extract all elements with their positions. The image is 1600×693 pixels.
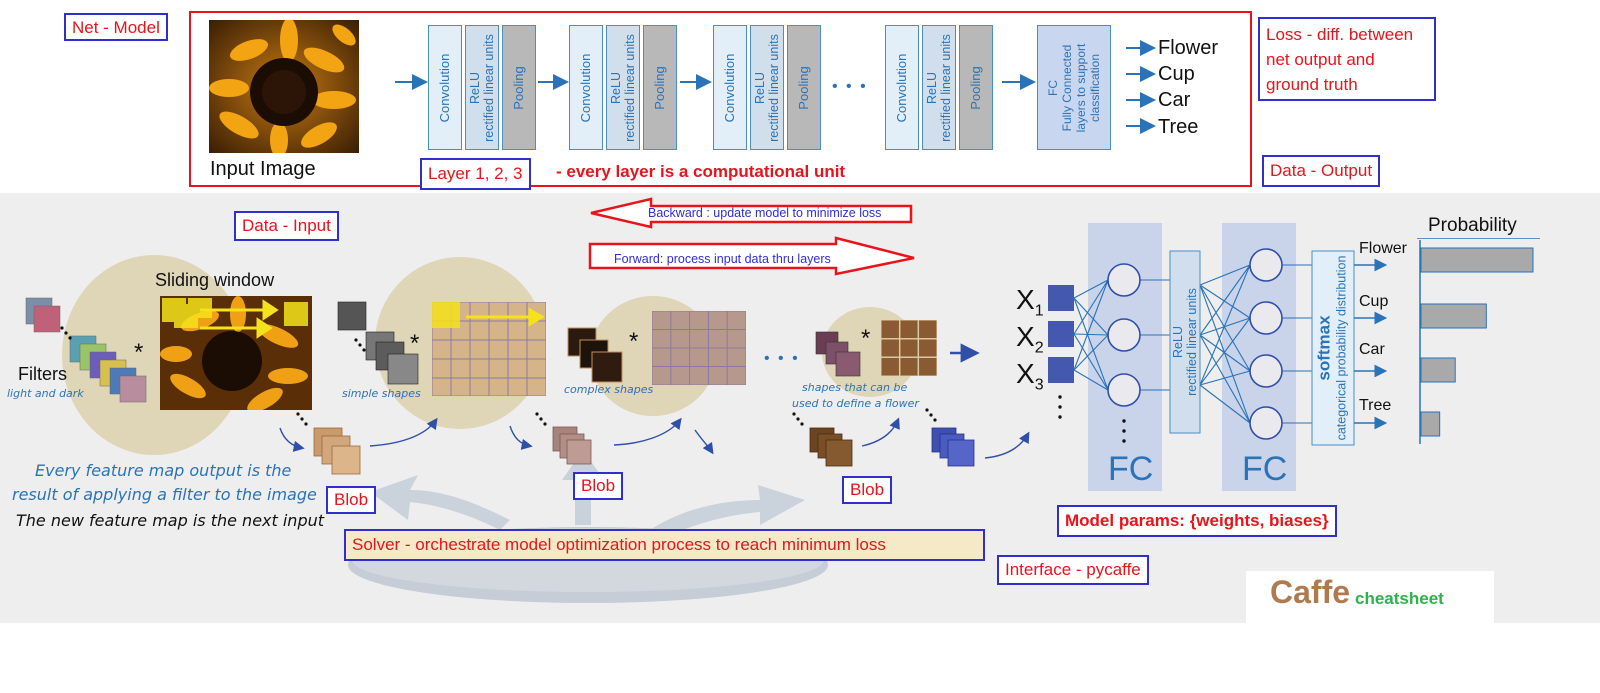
output-flower: Flower <box>1158 37 1219 59</box>
star-2: * <box>410 330 420 357</box>
prob-bar-cup <box>1420 303 1487 329</box>
blob-label-2: Blob <box>573 472 624 500</box>
feature-grid-1 <box>432 302 546 396</box>
blob-flow <box>279 343 1030 475</box>
pool-layer-1: Pooling <box>502 25 536 150</box>
prob-label-flower: Flower <box>1359 240 1408 257</box>
loss-box: Loss - diff. between net output and grou… <box>1258 17 1436 101</box>
fc-label-2: FC <box>1242 450 1288 488</box>
input-image-label: Input Image <box>210 158 316 180</box>
simple-shapes-label: simple shapes <box>342 387 421 400</box>
star-3: * <box>629 328 639 355</box>
pool-layer-3: Pooling <box>787 25 821 150</box>
interface-box: Interface - pycaffe <box>997 555 1149 585</box>
cheatsheet-label: cheatsheet <box>1355 589 1444 608</box>
forward-arrow <box>588 236 915 276</box>
x1-label: X1 <box>1016 284 1044 320</box>
prob-label-cup: Cup <box>1359 293 1389 310</box>
feature-text-1: Every feature map output is the <box>35 461 292 480</box>
complex-shapes-label: complex shapes <box>564 383 654 396</box>
blob-label-3: Blob <box>842 476 893 504</box>
star-1: * <box>134 339 144 366</box>
complex-shapes-stack <box>567 327 623 383</box>
prob-label-tree: Tree <box>1359 397 1392 414</box>
layers-ellipsis: • • • <box>832 78 868 95</box>
solver-box: Solver - orchestrate model optimization … <box>344 529 985 561</box>
feature-text-2: result of applying a filter to the image <box>12 485 317 504</box>
network-frame <box>189 11 1252 187</box>
output-cup: Cup <box>1158 63 1195 85</box>
probability-chart <box>1417 238 1540 444</box>
layer-description: - every layer is a computational unit <box>556 162 846 181</box>
flower-shapes-stack <box>815 331 861 377</box>
conv-layer-n: Convolution <box>885 25 919 150</box>
fc-label-1: FC <box>1108 450 1154 488</box>
x2-label: X2 <box>1016 321 1044 357</box>
fc-network <box>1048 223 1388 491</box>
star-4: * <box>861 325 871 352</box>
prob-bar-tree <box>1420 411 1441 437</box>
output-car: Car <box>1158 89 1191 111</box>
backward-label: Backward : update model to minimize loss <box>648 206 882 220</box>
pool-layer-2: Pooling <box>643 25 677 150</box>
layer-tag: Layer 1, 2, 3 <box>420 158 531 190</box>
data-output-label: Data - Output <box>1262 155 1381 187</box>
flower-shapes-label-1: shapes that can be <box>802 381 908 394</box>
conv-layer-3: Convolution <box>713 25 747 150</box>
filters-label: Filters <box>18 364 67 384</box>
sliding-window-image <box>160 296 312 410</box>
pool-layer-n: Pooling <box>959 25 993 150</box>
output-tree: Tree <box>1158 116 1199 138</box>
prob-bar-car <box>1420 357 1456 383</box>
data-input-label: Data - Input <box>234 211 339 241</box>
prob-label-car: Car <box>1359 341 1385 358</box>
conv-layer-1: Convolution <box>428 25 462 150</box>
blob-label-1: Blob <box>326 486 377 514</box>
prob-bar-flower <box>1420 247 1534 273</box>
feature-grid-2 <box>652 311 746 385</box>
caffe-logo: Caffe <box>1270 574 1351 610</box>
feature-grid-3 <box>881 320 937 376</box>
mid-ellipsis: • • • <box>764 350 800 367</box>
top-flow-arrows <box>395 40 1156 134</box>
x3-label: X3 <box>1016 358 1044 394</box>
flower-shapes-label-2: used to define a flower <box>792 397 919 410</box>
probability-title: Probability <box>1428 215 1517 236</box>
forward-label: Forward: process input data thru layers <box>614 252 831 266</box>
input-image <box>209 20 359 153</box>
fc-layer: FC Fully Connected layers to support cla… <box>1037 25 1111 150</box>
net-model-label: Net - Model <box>64 13 168 41</box>
backward-arrow <box>590 197 913 229</box>
model-params-box: Model params: {weights, biases} <box>1057 505 1337 537</box>
conv-layer-2: Convolution <box>569 25 603 150</box>
filters-stack <box>25 297 147 403</box>
filters-sublabel: light and dark <box>7 387 84 400</box>
simple-shapes-stack <box>337 301 419 385</box>
sliding-window-label: Sliding window <box>155 270 275 290</box>
feature-text-3: The new feature map is the next input <box>16 511 325 530</box>
caffe-logo-box <box>1246 571 1494 629</box>
